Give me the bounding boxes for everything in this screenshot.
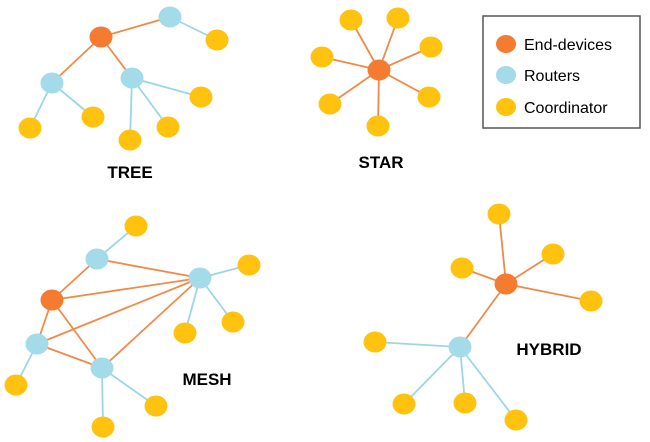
coordinator-node-m-c5 bbox=[4, 374, 28, 396]
coordinator-node-h-c3 bbox=[541, 243, 565, 265]
coordinator-node-h-c7 bbox=[453, 392, 477, 414]
coordinator-node-t-c2 bbox=[18, 117, 42, 139]
end-device-node-s-e1 bbox=[367, 59, 391, 81]
coordinator-node-t-c1 bbox=[205, 29, 229, 51]
legend: End-devices Routers Coordinator bbox=[482, 15, 641, 129]
coordinator-node-s-c5 bbox=[318, 93, 342, 115]
coordinator-node-t-c4 bbox=[189, 86, 213, 108]
legend-coordinator-swatch bbox=[496, 98, 516, 116]
coordinator-node-s-c4 bbox=[419, 36, 443, 58]
legend-router-swatch bbox=[496, 66, 516, 84]
coordinator-node-h-c6 bbox=[392, 393, 416, 415]
coordinator-node-h-c1 bbox=[487, 203, 511, 225]
legend-routers-label: Routers bbox=[524, 68, 580, 85]
link-t-e1-t-r1 bbox=[100, 16, 171, 38]
tree-label: TREE bbox=[107, 163, 152, 182]
router-node-t-r3 bbox=[120, 67, 144, 89]
coordinator-node-t-c5 bbox=[156, 116, 180, 138]
coordinator-node-s-c2 bbox=[386, 7, 410, 29]
coordinator-node-m-c3 bbox=[221, 311, 245, 333]
coordinator-node-t-c6 bbox=[118, 129, 142, 151]
hybrid-label: HYBRID bbox=[516, 340, 581, 359]
router-node-t-r2 bbox=[40, 72, 64, 94]
link-m-r3-m-r2 bbox=[36, 277, 201, 345]
link-t-e1-t-r2 bbox=[51, 36, 102, 84]
link-h-r1-h-c5 bbox=[374, 341, 461, 348]
coordinator-node-t-c3 bbox=[81, 106, 105, 128]
router-node-m-r4 bbox=[90, 357, 114, 379]
coordinator-node-h-c4 bbox=[579, 290, 603, 312]
coordinator-node-s-c3 bbox=[310, 46, 334, 68]
legend-end-devices-label: End-devices bbox=[524, 37, 612, 54]
link-m-r4-m-r2 bbox=[101, 277, 201, 369]
link-h-e1-h-r1 bbox=[459, 283, 507, 348]
end-device-node-h-e1 bbox=[494, 273, 518, 295]
router-node-t-r1 bbox=[158, 6, 182, 28]
link-h-r1-h-c8 bbox=[459, 346, 517, 421]
legend-coordinator-label: Coordinator bbox=[524, 100, 608, 117]
router-node-h-r1 bbox=[448, 336, 472, 358]
coordinator-node-m-c2 bbox=[237, 254, 261, 276]
coordinator-node-m-c6 bbox=[144, 395, 168, 417]
star-label: STAR bbox=[358, 153, 403, 172]
link-m-e1-m-r2 bbox=[51, 277, 201, 301]
coordinator-node-m-c1 bbox=[124, 215, 148, 237]
router-node-m-r1 bbox=[85, 248, 109, 270]
legend-end-device-swatch bbox=[496, 35, 516, 53]
coordinator-node-s-c7 bbox=[366, 115, 390, 137]
end-device-node-t-e1 bbox=[89, 26, 113, 48]
link-t-r3-t-c4 bbox=[131, 77, 202, 98]
link-m-r1-m-r2 bbox=[96, 258, 201, 279]
coordinator-node-m-c7 bbox=[91, 416, 115, 438]
router-node-m-r2 bbox=[188, 267, 212, 289]
coordinator-node-s-c1 bbox=[339, 9, 363, 31]
link-m-e1-m-r4 bbox=[51, 299, 103, 369]
link-h-r1-h-c6 bbox=[403, 346, 461, 405]
coordinator-node-h-c2 bbox=[450, 257, 474, 279]
nodes-layer bbox=[4, 6, 603, 438]
link-h-e1-h-c1 bbox=[498, 213, 507, 285]
link-h-e1-h-c4 bbox=[505, 283, 592, 302]
coordinator-node-h-c8 bbox=[504, 409, 528, 431]
coordinator-node-h-c5 bbox=[363, 331, 387, 353]
coordinator-node-s-c6 bbox=[417, 86, 441, 108]
end-device-node-m-e1 bbox=[40, 289, 64, 311]
mesh-label: MESH bbox=[182, 370, 231, 389]
router-node-m-r3 bbox=[25, 333, 49, 355]
link-m-r3-m-r4 bbox=[36, 343, 103, 369]
coordinator-node-m-c4 bbox=[173, 322, 197, 344]
